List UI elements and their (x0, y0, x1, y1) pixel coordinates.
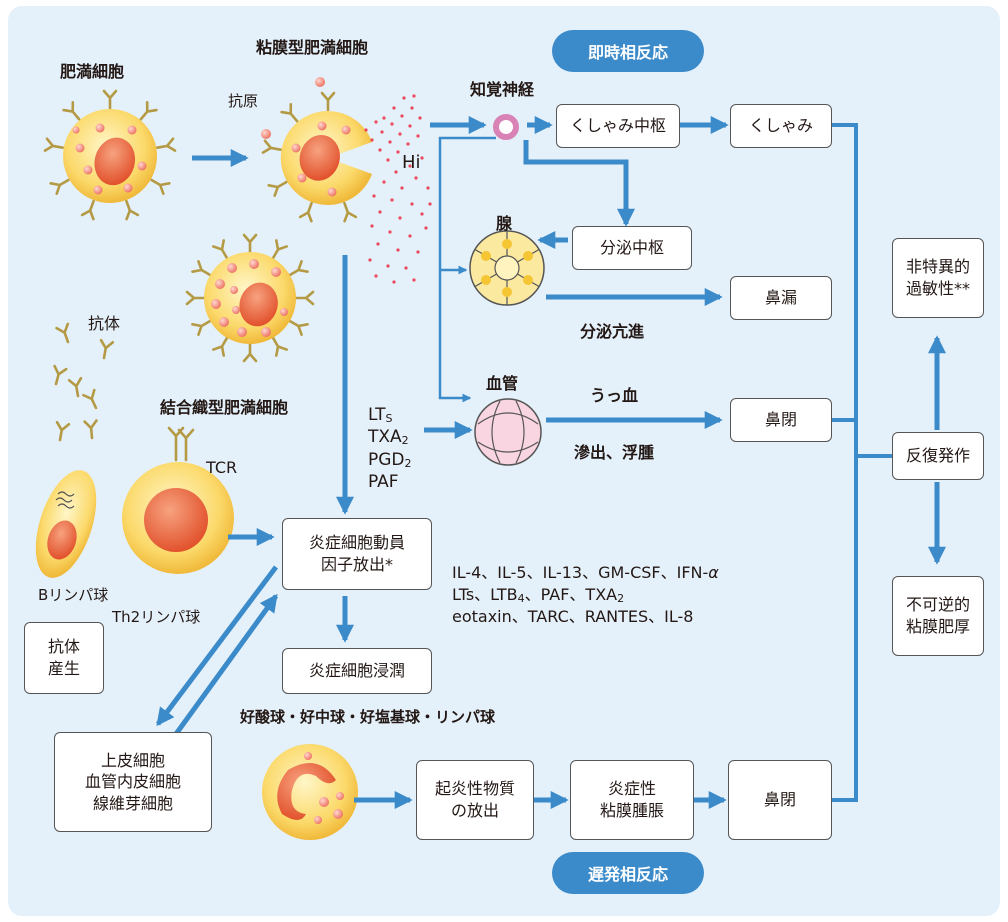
congestion-label: うっ血 (590, 386, 639, 405)
antibody-production-box: 抗体産生 (24, 622, 104, 694)
th2-lymphocyte-label: Th2リンパ球 (112, 608, 201, 626)
early-phase-badge: 即時相反応 (552, 30, 704, 72)
early-mediators: LTS TXA2 PGD2 PAF (368, 404, 412, 493)
nonspecific-hypersensitivity-box: 非特異的過敏性** (892, 238, 984, 318)
mediator-lts: LTS (368, 405, 393, 425)
exudation-label: 滲出、浮腫 (574, 443, 655, 462)
mediator-release-box: 起炎性物質の放出 (416, 760, 534, 840)
connective-mast-cell-icon (185, 233, 315, 363)
b-lymphocyte-icon (35, 470, 97, 578)
nasal-block-early-box: 鼻閉 (730, 398, 832, 442)
gland-label: 腺 (496, 214, 513, 233)
sneeze-center-box: くしゃみ中枢 (556, 104, 680, 148)
sensory-nerve-icon (493, 114, 519, 140)
mast-cell-label: 肥満細胞 (60, 62, 125, 81)
histamine-dots (364, 94, 432, 284)
flow-arrows (156, 116, 946, 809)
th2-lymphocyte-icon (122, 426, 234, 574)
sensory-nerve-label: 知覚神経 (470, 80, 535, 99)
irreversible-thickening-box: 不可逆的粘膜肥厚 (892, 576, 984, 656)
vessel-icon (474, 398, 542, 466)
leukocyte-icon (262, 744, 358, 840)
mast-cell-icon (43, 89, 177, 221)
secretion-center-box: 分泌中枢 (572, 226, 692, 270)
hypersecretion-label: 分泌亢進 (580, 322, 645, 341)
rhinorrhea-box: 鼻漏 (730, 276, 832, 320)
connective-mast-cell-label: 結合織型肥満細胞 (160, 398, 289, 417)
sneeze-box: くしゃみ (730, 104, 832, 148)
b-lymphocyte-label: Bリンパ球 (38, 586, 109, 604)
mediator-paf: PAF (368, 471, 399, 492)
mucosal-mast-cell-icon (261, 77, 372, 223)
tcr-label: TCR (206, 458, 238, 477)
mucosal-mast-cell-label: 粘膜型肥満細胞 (256, 38, 369, 57)
antigen-label: 抗原 (228, 92, 259, 110)
antibody-label: 抗体 (88, 314, 121, 333)
late-mediators-line-2: LTs、LTB4、PAF、TXA2 (452, 584, 625, 605)
leukocytes-label: 好酸球・好中球・好塩基球・リンパ球 (240, 708, 496, 726)
late-phase-badge: 遅発相反応 (552, 852, 704, 894)
gland-icon (469, 230, 545, 306)
epithelial-cells-box: 上皮細胞血管内皮細胞線維芽細胞 (54, 732, 212, 832)
late-mediators-line-3: eotaxin、TARC、RANTES、IL-8 (452, 607, 694, 627)
thin-arrows (438, 136, 496, 403)
recurrence-box: 反復発作 (892, 432, 984, 480)
mediator-txa2: TXA2 (368, 427, 409, 448)
inflammatory-infiltration-box: 炎症細胞浸潤 (282, 648, 432, 694)
hi-label: Hi (402, 152, 421, 173)
mucosal-swelling-box: 炎症性粘膜腫脹 (570, 760, 694, 840)
nasal-block-late-box: 鼻閉 (728, 760, 832, 840)
inflammatory-release-box: 炎症細胞動員因子放出* (282, 518, 432, 590)
right-connector (832, 123, 894, 802)
late-mediators-line-1: IL-4、IL-5、IL-13、GM-CSF、IFN-α (452, 563, 719, 582)
vessel-label: 血管 (486, 374, 519, 393)
late-mediators: IL-4、IL-5、IL-13、GM-CSF、IFN-α LTs、LTB4、PA… (452, 562, 719, 628)
mediator-pgd2: PGD2 (368, 449, 412, 470)
antibody-icons (48, 322, 115, 443)
